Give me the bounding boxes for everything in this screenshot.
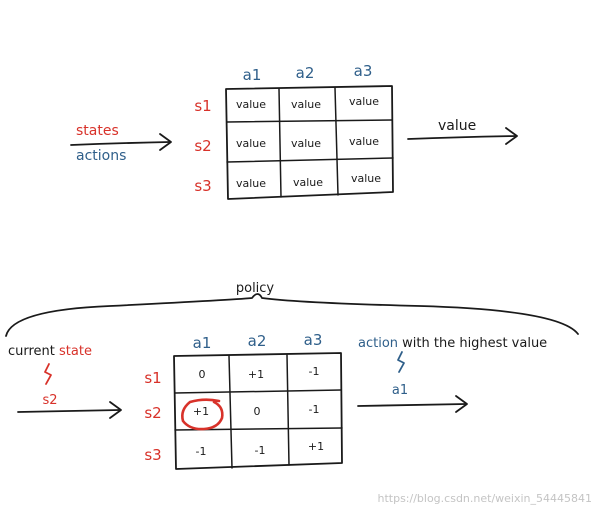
policy-cell-s3-a3: +1 [308,440,324,453]
top-cell-s3-a3: value [351,172,381,185]
current-state-highlight: state [59,344,92,359]
policy-output-value: a1 [392,383,408,398]
top-col-header-a1: a1 [243,66,262,84]
highlight-circle [181,398,224,431]
output-squiggle [397,351,405,373]
policy-input-arrow [17,401,122,419]
top-output-arrow [407,127,518,145]
policy-output-arrow [357,395,468,413]
top-cell-s2-a3: value [349,135,379,148]
policy-col-header-a3: a3 [304,331,323,349]
policy-col-header-a1: a1 [193,334,212,352]
top-input-states-label: states [76,123,119,139]
top-cell-s1-a2: value [291,98,321,111]
current-state-label: current state [8,344,92,359]
top-output-value-label: value [438,118,476,134]
policy-cell-s3-a2: -1 [255,444,266,457]
policy-cell-s1-a1: 0 [199,368,206,381]
watermark: https://blog.csdn.net/weixin_54445841 [377,492,592,505]
top-cell-s2-a1: value [236,137,266,150]
policy-table: a1 a2 a3 s1 s2 s3 0 +1 -1 +1 0 -1 -1 -1 … [144,331,343,470]
top-cell-s1-a1: value [236,98,266,111]
input-squiggle [44,363,52,385]
top-table: a1 a2 a3 s1 s2 s3 value value value valu… [194,62,394,200]
current-state-value: s2 [42,393,57,408]
top-row-header-s2: s2 [194,137,211,155]
policy-cell-s3-a1: -1 [196,445,207,458]
top-row-header-s3: s3 [194,177,211,195]
policy-output-label: action with the highest value [358,336,547,351]
policy-row-header-s3: s3 [144,446,161,464]
policy-label: policy [236,281,275,296]
policy-row-header-s2: s2 [144,404,161,422]
top-input-actions-label: actions [76,148,126,164]
current-state-prefix: current [8,344,59,359]
policy-row-header-s1: s1 [144,369,161,387]
top-cell-s3-a1: value [236,177,266,190]
policy-output-highlight: action [358,336,398,351]
top-table-grid [225,85,394,200]
policy-cell-s1-a3: -1 [309,365,320,378]
policy-cell-s2-a2: 0 [254,405,261,418]
top-cell-s3-a2: value [293,176,323,189]
top-row-header-s1: s1 [194,97,211,115]
policy-col-header-a2: a2 [248,332,267,350]
policy-cell-s2-a1: +1 [193,405,209,418]
policy-output-suffix: with the highest value [398,336,547,351]
top-col-header-a3: a3 [354,62,373,80]
policy-cell-s2-a3: -1 [309,403,320,416]
top-input-arrow [70,133,172,151]
top-cell-s2-a2: value [291,137,321,150]
policy-cell-s1-a2: +1 [248,368,264,381]
top-cell-s1-a3: value [349,95,379,108]
top-col-header-a2: a2 [296,64,315,82]
policy-brace [5,293,579,337]
